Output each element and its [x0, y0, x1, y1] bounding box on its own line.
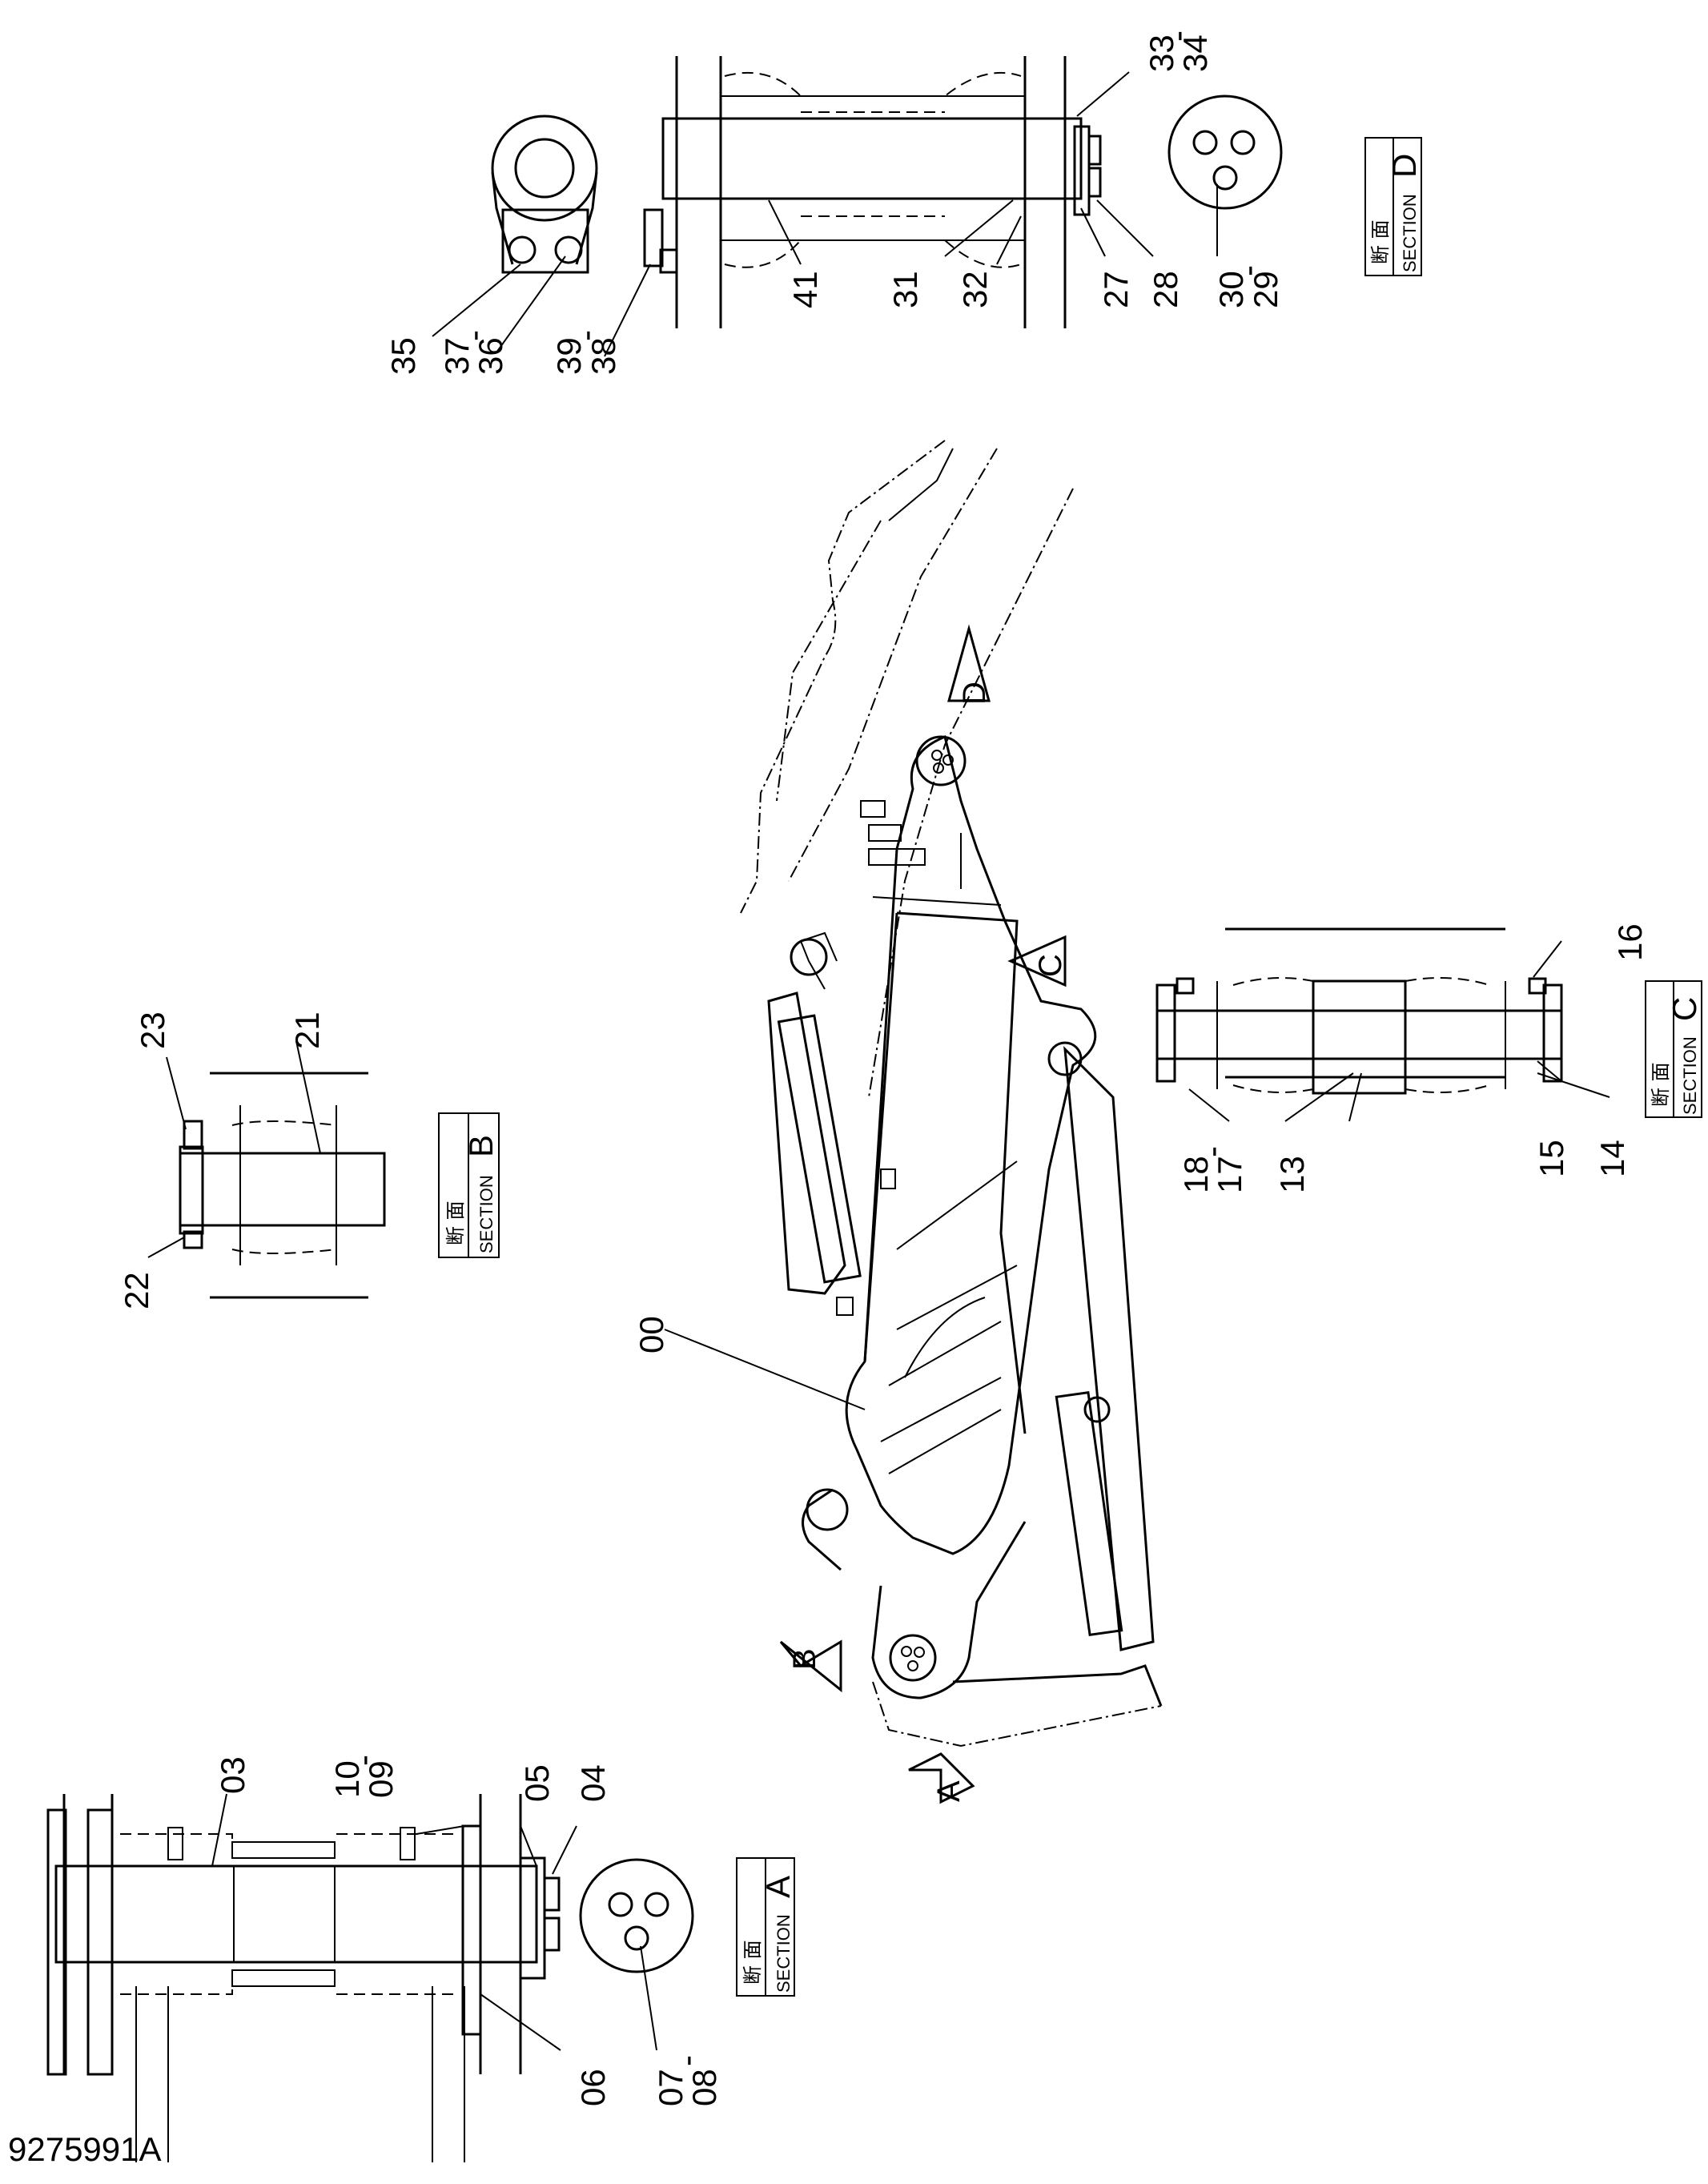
- svg-text:断 面: 断 面: [444, 1201, 467, 1245]
- callout-05: 05: [518, 1764, 556, 1802]
- view-arrow-a: A: [908, 1752, 975, 1804]
- section-b-detail: 23 21 22 断 面 SECTION B: [118, 1012, 500, 1309]
- view-arrow-b: B: [779, 1639, 842, 1693]
- callout-03: 03: [214, 1756, 251, 1794]
- callout-32: 32: [956, 271, 994, 308]
- callout-28: 28: [1147, 271, 1184, 308]
- section-letter-b: B: [462, 1135, 500, 1157]
- section-label-a: 断 面 SECTION A: [736, 1857, 797, 1997]
- callout-34: 34: [1176, 34, 1214, 72]
- callout-dash-39-38: -: [567, 330, 605, 341]
- callout-36: 36: [472, 337, 509, 375]
- callout-04: 04: [574, 1764, 612, 1802]
- view-arrow-d: D: [947, 624, 992, 705]
- callout-31: 31: [886, 271, 924, 308]
- section-letter-a: A: [759, 1876, 797, 1898]
- callout-23: 23: [134, 1012, 171, 1049]
- pin-assembly-d: [643, 56, 1102, 328]
- callout-dash-33-34: -: [1159, 30, 1196, 42]
- callout-09: 09: [362, 1760, 400, 1798]
- callout-38: 38: [585, 337, 622, 375]
- section-c-detail: 18 - 17 13 15 14 16 断 面 SECTION C: [1155, 923, 1703, 1193]
- svg-text:A: A: [931, 1780, 967, 1802]
- callout-30: 30: [1212, 271, 1250, 308]
- callout-07: 07: [652, 2069, 689, 2106]
- svg-text:SECTION: SECTION: [476, 1175, 496, 1253]
- callout-14: 14: [1593, 1140, 1631, 1177]
- callout-10: 10: [328, 1760, 366, 1798]
- callout-18: 18: [1177, 1156, 1215, 1193]
- pin-end-view-d: [1167, 95, 1283, 210]
- svg-text:SECTION: SECTION: [1400, 194, 1420, 272]
- section-letter-d: D: [1385, 154, 1423, 178]
- svg-text:断 面: 断 面: [741, 1940, 764, 1985]
- callout-dash-18-17: -: [1193, 1146, 1231, 1157]
- boom-assembly: [740, 440, 1163, 1748]
- svg-text:B: B: [787, 1648, 822, 1670]
- svg-text:SECTION: SECTION: [1680, 1036, 1700, 1115]
- callout-41: 41: [786, 271, 824, 308]
- svg-text:断 面: 断 面: [1369, 219, 1392, 264]
- view-arrow-c: C: [1007, 935, 1068, 987]
- callout-dash-10-09: -: [344, 1755, 382, 1766]
- pin-end-view-a: [579, 1858, 694, 1973]
- callout-dash-07-08: -: [668, 2055, 705, 2066]
- callout-22: 22: [118, 1272, 155, 1309]
- section-label-b: 断 面 SECTION B: [438, 1112, 500, 1258]
- callout-21: 21: [288, 1012, 326, 1049]
- callout-29: 29: [1247, 271, 1284, 308]
- svg-text:D: D: [957, 682, 992, 705]
- callout-dash-30-29: -: [1229, 265, 1267, 276]
- callout-00: 00: [633, 1316, 670, 1353]
- svg-text:断 面: 断 面: [1650, 1062, 1672, 1107]
- eye-end-view: [491, 115, 598, 274]
- callout-13: 13: [1273, 1156, 1311, 1193]
- section-letter-c: C: [1666, 997, 1703, 1021]
- callout-dash-37-36: -: [455, 330, 492, 341]
- svg-text:C: C: [1033, 954, 1068, 977]
- section-label-d: 断 面 SECTION D: [1364, 137, 1423, 276]
- callout-17: 17: [1211, 1156, 1248, 1193]
- callout-06: 06: [574, 2069, 612, 2106]
- callout-27: 27: [1097, 271, 1135, 308]
- svg-text:SECTION: SECTION: [774, 1914, 794, 1993]
- callout-37: 37: [438, 337, 476, 375]
- callout-35: 35: [384, 337, 422, 375]
- drawing-number: 9275991A: [8, 2130, 162, 2168]
- callout-33: 33: [1143, 34, 1180, 72]
- callout-08: 08: [685, 2069, 723, 2106]
- callout-39: 39: [550, 337, 588, 375]
- section-label-c: 断 面 SECTION C: [1645, 980, 1703, 1118]
- callout-16: 16: [1611, 923, 1649, 961]
- section-a-detail: 03 10 - 09 05 04 06 07 - 08 断 面 SECTION …: [46, 1755, 797, 2162]
- section-d-detail: 35 37 - 36 39 - 38 41 31 32 27 28 30 - 2…: [384, 30, 1423, 375]
- callout-15: 15: [1533, 1140, 1570, 1177]
